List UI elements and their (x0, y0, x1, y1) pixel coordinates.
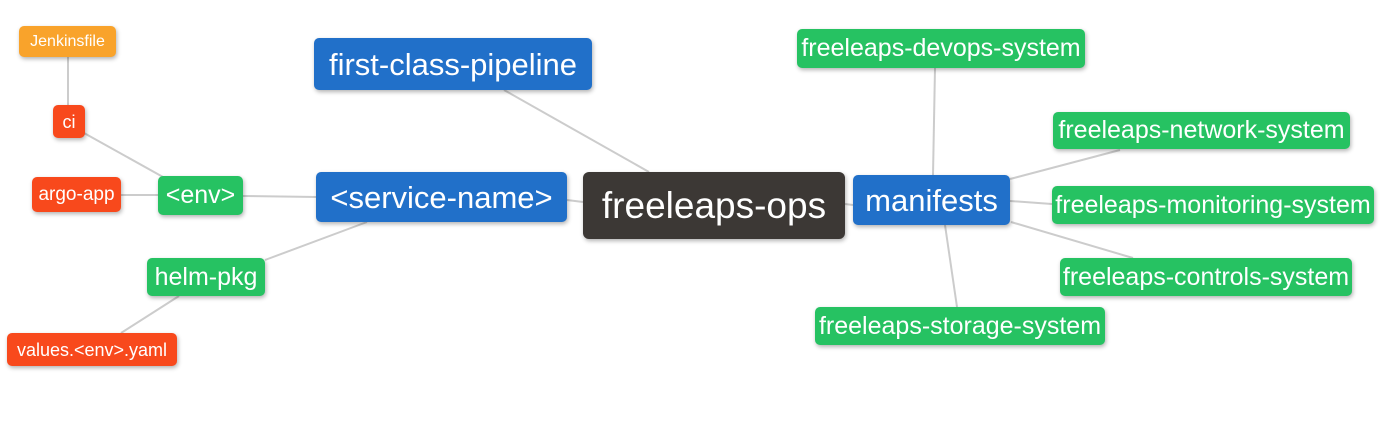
node-freeleaps-network-system[interactable]: freeleaps-network-system (1053, 112, 1350, 149)
node-ci[interactable]: ci (53, 105, 85, 138)
node-freeleaps-devops-system[interactable]: freeleaps-devops-system (797, 29, 1085, 68)
node-service-name[interactable]: <service-name> (316, 172, 567, 222)
node-argo-app[interactable]: argo-app (32, 177, 121, 212)
node-jenkinsfile[interactable]: Jenkinsfile (19, 26, 116, 57)
node-freeleaps-ops[interactable]: freeleaps-ops (583, 172, 845, 239)
node-helm-pkg[interactable]: helm-pkg (147, 258, 265, 296)
node-env[interactable]: <env> (158, 176, 243, 215)
node-manifests[interactable]: manifests (853, 175, 1010, 225)
node-freeleaps-controls-system[interactable]: freeleaps-controls-system (1060, 258, 1352, 296)
node-first-class-pipeline[interactable]: first-class-pipeline (314, 38, 592, 90)
node-freeleaps-monitoring-system[interactable]: freeleaps-monitoring-system (1052, 186, 1374, 224)
node-freeleaps-storage-system[interactable]: freeleaps-storage-system (815, 307, 1105, 345)
node-values-env-yaml[interactable]: values.<env>.yaml (7, 333, 177, 366)
